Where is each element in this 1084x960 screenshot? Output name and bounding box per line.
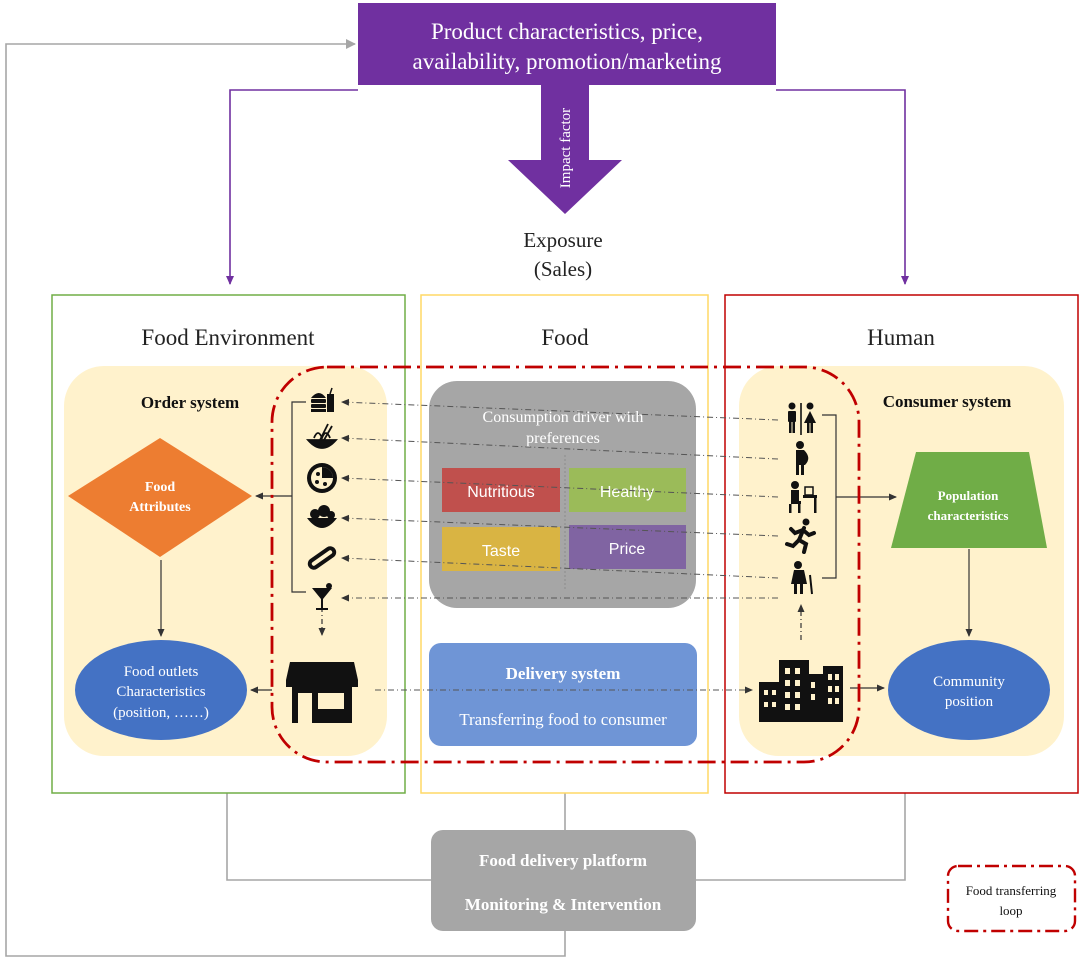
noodles-icon [306,423,338,449]
community-ellipse [888,640,1050,740]
delivery-system-box [429,643,697,746]
price-box [569,525,686,569]
restroom-icon [788,402,816,435]
desk-worker-icon [789,481,817,513]
impact-factor-arrow [508,85,622,214]
human-title: Human [867,325,935,350]
burger-drink-icon [311,387,334,412]
food-delivery-platform-box [431,830,696,931]
runner-icon [785,518,816,554]
delivery-system-subtitle: Transferring food to consumer [459,710,667,729]
population-trapezoid [891,452,1047,548]
food-outlets-line3: (position, ……) [113,705,209,721]
price-label: Price [609,541,646,558]
community-line1: Community [933,674,1005,690]
cocktail-icon [312,583,332,610]
consumer-connectors [797,414,973,692]
product-characteristics-line1: Product characteristics, price, [431,19,703,44]
taste-label: Taste [482,543,520,560]
buildings-icon [759,660,843,722]
legend-line1: Food transferring [966,883,1057,898]
preference-arrows [341,398,779,694]
food-attributes-line2: Attributes [129,500,191,515]
delivery-system-title: Delivery system [506,664,621,683]
population-line2: characteristics [928,508,1009,523]
platform-line1: Food delivery platform [479,851,647,870]
population-line1: Population [938,488,999,503]
legend-loop-box [946,864,1077,933]
pizza-icon [307,463,337,493]
consumption-driver-line2: preferences [526,430,600,447]
food-outlets-ellipse [75,640,247,740]
product-characteristics-line2: availability, promotion/marketing [413,49,722,74]
impact-factor-label: Impact factor [558,108,574,188]
purple-connectors [226,89,909,285]
food-outlets-line2: Characteristics [116,684,205,700]
consumption-driver-line1: Consumption driver with [483,409,644,426]
exposure-sales-label: (Sales) [534,257,592,281]
nutritious-box [442,468,560,512]
hotdog-icon [307,546,337,570]
fruit-bowl-icon [307,505,337,528]
community-line2: position [945,694,994,710]
food-attributes-diamond [68,438,252,557]
exposure-label: Exposure [523,228,602,252]
healthy-box [569,468,686,512]
consumer-system-title: Consumer system [883,392,1012,411]
nutritious-label: Nutritious [467,484,535,501]
pregnant-icon [796,441,809,475]
food-transferring-loop [270,365,861,764]
elderly-icon [791,561,813,595]
food-title: Food [541,325,589,350]
food-environment-title: Food Environment [141,325,315,350]
feedback-loop-lines [5,39,910,957]
product-characteristics-box [358,3,776,85]
healthy-label: Healthy [600,484,654,501]
order-system-title: Order system [141,393,239,412]
store-icon [286,662,358,723]
order-connectors [157,401,326,694]
legend-line2: loop [999,903,1022,918]
food-outlets-line1: Food outlets [124,664,199,680]
food-attributes-line1: Food [145,480,176,495]
platform-line2: Monitoring & Intervention [465,895,662,914]
